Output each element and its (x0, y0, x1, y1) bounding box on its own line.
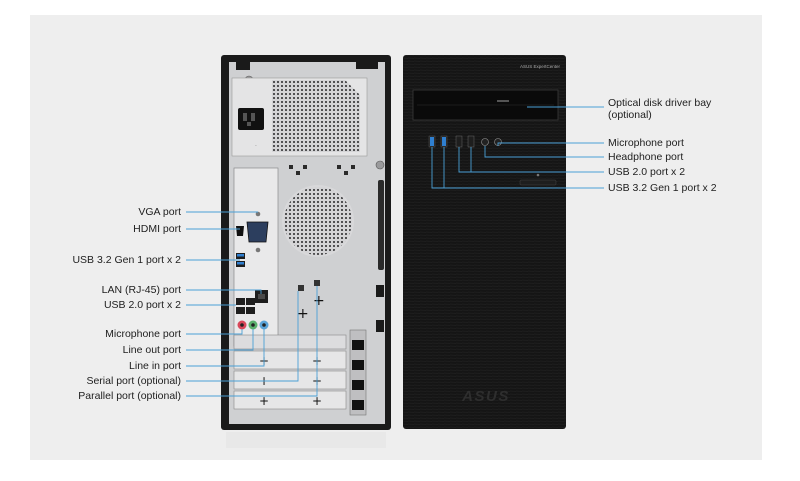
vga-port-shape (246, 211, 269, 253)
power-button (519, 179, 557, 186)
expansion-slots: ++ ++ ++ (233, 329, 367, 416)
label-mic-front: Microphone port (608, 137, 684, 149)
svg-text:+: + (297, 306, 309, 322)
label-lan-port: LAN (RJ-45) port (101, 284, 181, 296)
label-mic-rear: Microphone port (105, 328, 181, 340)
callout-usb2-front (458, 147, 604, 173)
svg-text:+: + (312, 394, 322, 408)
label-usb32-rear: USB 3.2 Gen 1 port x 2 (72, 254, 181, 266)
callout-lineout (186, 329, 254, 351)
callout-serial (186, 291, 299, 382)
callout-mic-rear (186, 329, 243, 335)
hdmi-port-shape (236, 226, 244, 236)
callout-mic-front (497, 142, 604, 146)
rear-audio-jacks (237, 320, 269, 330)
rear-view: ~ (221, 55, 391, 448)
background-panel (30, 15, 762, 460)
callout-usb3-front (431, 147, 604, 189)
label-usb20-rear: USB 2.0 port x 2 (103, 299, 181, 311)
lan-usb2-shape (236, 290, 268, 314)
label-line-in: Line in port (129, 360, 181, 372)
callout-parallel (186, 286, 318, 397)
front-io (428, 135, 502, 148)
label-hdmi-port: HDMI port (133, 223, 181, 235)
label-line-out: Line out port (122, 344, 181, 356)
callout-linein (186, 329, 265, 367)
label-headphone-port: Headphone port (608, 151, 684, 163)
optional-cutouts: + + (297, 280, 325, 322)
front-model-text: ASUS ExpertCenter (520, 64, 561, 69)
svg-text:+: + (313, 293, 325, 309)
label-serial-port: Serial port (optional) (86, 375, 181, 387)
psu-panel: ~ (231, 77, 368, 157)
label-usb20-front: USB 2.0 port x 2 (608, 166, 686, 178)
callout-lan (186, 289, 262, 294)
label-vga-port: VGA port (138, 206, 181, 218)
callout-lines (186, 106, 604, 397)
asus-logo: ASUS (461, 388, 510, 405)
label-usb32-front: USB 3.2 Gen 1 port x 2 (608, 182, 717, 194)
rear-usb3-shape (236, 253, 245, 267)
svg-text:+: + (259, 394, 269, 408)
front-view: ASUS ExpertCenter ASUS (403, 55, 566, 429)
callout-headphone (484, 146, 604, 158)
svg-text:~: ~ (255, 143, 257, 147)
fan-grille (282, 185, 354, 257)
label-odd-bay: Optical disk driver bay (optional) (608, 97, 712, 121)
label-parallel-port: Parallel port (optional) (78, 390, 181, 402)
